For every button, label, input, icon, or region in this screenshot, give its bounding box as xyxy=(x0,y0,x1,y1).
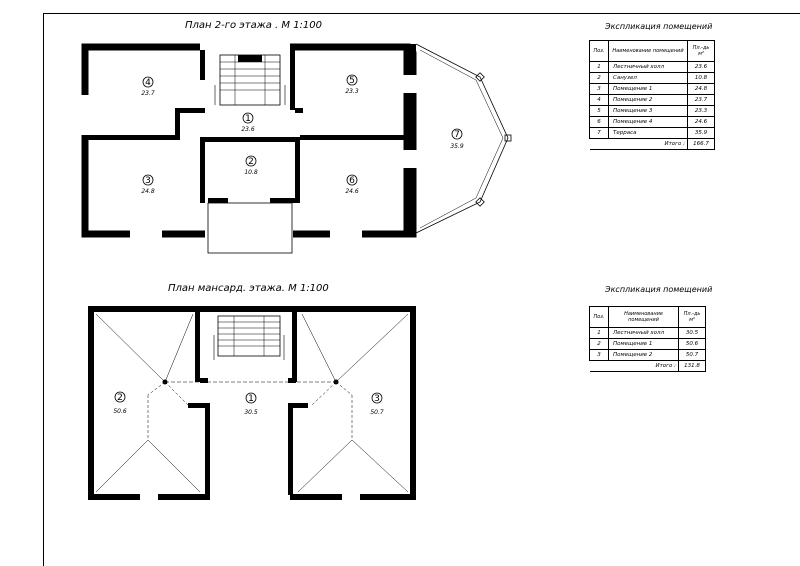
header-area: Пл.-дь м² xyxy=(678,306,706,328)
table2-title: Экспликация помещений xyxy=(605,285,713,294)
cell-name: Помещение 1 xyxy=(608,83,688,95)
cell-name: Помещение 2 xyxy=(608,94,688,106)
cell-name: Помещение 2 xyxy=(608,349,679,361)
cell-pos: 5 xyxy=(589,105,609,117)
plan2-title: План мансард. этажа. М 1:100 xyxy=(168,283,329,294)
plan2-room-num: 3 xyxy=(374,394,380,404)
total-value: 166.7 xyxy=(687,138,715,150)
plan1-room-area: 24.8 xyxy=(141,188,155,195)
total-value: 131.8 xyxy=(678,360,706,372)
plan1-room-num: 7 xyxy=(454,130,460,140)
plan1-room-area: 35.9 xyxy=(450,143,464,150)
table-header-row: Поз. Наименование помещений Пл.-дь м² xyxy=(589,40,715,62)
cell-name: Лестничный холл xyxy=(608,327,679,339)
cell-pos: 2 xyxy=(589,72,609,84)
plan2-room-num: 1 xyxy=(248,394,254,404)
plan1-room-area: 10.8 xyxy=(244,169,258,176)
cell-name: Терраса xyxy=(608,127,688,139)
table-header-row: Поз. Наименование помещений Пл.-дь м² xyxy=(589,306,706,328)
cell-name: Помещение 3 xyxy=(608,105,688,117)
plan1-room-num: 2 xyxy=(248,157,254,167)
cell-area: 24.6 xyxy=(687,116,715,128)
cell-name: Помещение 1 xyxy=(608,338,679,350)
header-area: Пл.-дь м² xyxy=(687,40,715,62)
header-pos: Поз. xyxy=(589,306,609,328)
cell-area: 10.8 xyxy=(687,72,715,84)
cell-name: Помещение 4 xyxy=(608,116,688,128)
total-label: Итого : xyxy=(589,360,679,372)
plan2-room-area: 50.7 xyxy=(370,409,384,416)
cell-pos: 1 xyxy=(589,327,609,339)
plan1-room-num: 5 xyxy=(349,76,355,86)
plan2-room-area: 30.5 xyxy=(244,409,258,416)
cell-area: 50.6 xyxy=(678,338,706,350)
cell-pos: 6 xyxy=(589,116,609,128)
cell-pos: 4 xyxy=(589,94,609,106)
plan1-room-num: 3 xyxy=(145,176,151,186)
cell-pos: 2 xyxy=(589,338,609,350)
table1-title: Экспликация помещений xyxy=(605,22,713,31)
plan1-room-area: 23.7 xyxy=(141,90,155,97)
plan1-room-num: 1 xyxy=(245,114,251,124)
cell-pos: 1 xyxy=(589,61,609,73)
header-name: Наименование помещений xyxy=(608,306,679,328)
cell-pos: 3 xyxy=(589,349,609,361)
plan1-title: План 2-го этажа . М 1:100 xyxy=(185,20,323,31)
plan1-room-num: 6 xyxy=(349,176,355,186)
cell-area: 50.7 xyxy=(678,349,706,361)
cell-area: 23.7 xyxy=(687,94,715,106)
header-pos: Поз. xyxy=(589,40,609,62)
plan1-room-area: 24.6 xyxy=(345,188,359,195)
table-total-row: Итого : 166.7 xyxy=(589,138,715,150)
cell-name: Лестничный холл xyxy=(608,61,688,73)
cell-area: 23.6 xyxy=(687,61,715,73)
plan1-room-area: 23.6 xyxy=(241,126,255,133)
sheet-frame xyxy=(43,13,800,566)
header-name: Наименование помещений xyxy=(608,40,688,62)
cell-pos: 3 xyxy=(589,83,609,95)
cell-area: 23.3 xyxy=(687,105,715,117)
plan1-room-num: 4 xyxy=(145,78,151,88)
cell-area: 24.8 xyxy=(687,83,715,95)
cell-name: Санузел xyxy=(608,72,688,84)
cell-area: 30.5 xyxy=(678,327,706,339)
table-total-row: Итого : 131.8 xyxy=(589,360,706,372)
plan2-room-area: 50.6 xyxy=(113,408,127,415)
plan2-room-num: 2 xyxy=(117,393,123,403)
total-label: Итого : xyxy=(589,138,688,150)
plan1-room-area: 23.3 xyxy=(345,88,359,95)
cell-area: 35.9 xyxy=(687,127,715,139)
cell-pos: 7 xyxy=(589,127,609,139)
